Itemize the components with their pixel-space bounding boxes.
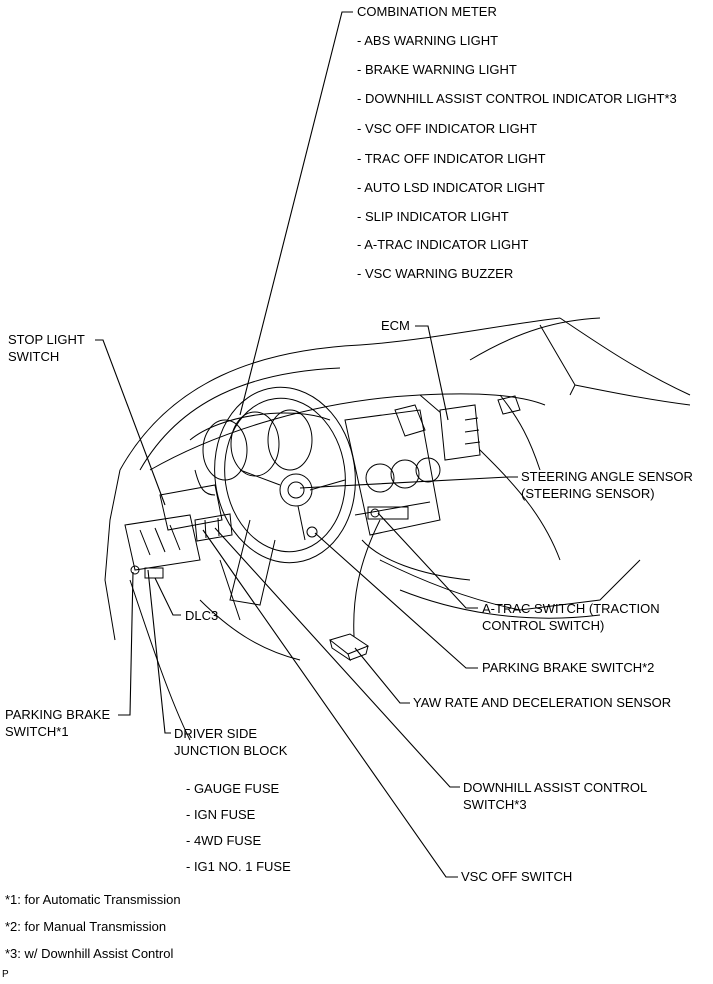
meter-item: - VSC WARNING BUZZER: [357, 266, 514, 281]
leader-combination-meter: [239, 11, 353, 416]
meter-item: - AUTO LSD INDICATOR LIGHT: [357, 180, 545, 195]
label-steering-angle-sensor-line2: (STEERING SENSOR): [521, 486, 655, 501]
label-stop-light-switch-line2: SWITCH: [8, 349, 60, 364]
leader-ecm: [415, 325, 449, 421]
leader-downhill-assist-control-switch: [214, 527, 460, 788]
footnote: *1: for Automatic Transmission: [5, 892, 181, 907]
meter-item: - DOWNHILL ASSIST CONTROL INDICATOR LIGH…: [357, 91, 677, 106]
label-parking-brake-switch-1-line2: SWITCH*1: [5, 724, 69, 739]
label-stop-light-switch: STOP LIGHT: [8, 332, 85, 347]
fuse-item: - IG1 NO. 1 FUSE: [186, 859, 291, 874]
footnote: *2: for Manual Transmission: [5, 919, 167, 934]
label-dlc3: DLC3: [185, 608, 219, 623]
leader-parking-brake-switch-2: [314, 532, 478, 669]
fuse-item: - IGN FUSE: [186, 807, 256, 822]
footnote: *3: w/ Downhill Assist Control: [5, 946, 174, 961]
label-ecm: ECM: [381, 318, 410, 333]
label-vsc-off-switch: VSC OFF SWITCH: [461, 869, 573, 884]
label-downhill-assist-control-switch: DOWNHILL ASSIST CONTROL: [463, 780, 648, 795]
meter-item: - VSC OFF INDICATOR LIGHT: [357, 121, 538, 136]
leader-stop-light-switch: [95, 339, 166, 506]
label-downhill-assist-control-switch-line2: SWITCH*3: [463, 797, 527, 812]
leader-yaw-rate-sensor: [354, 647, 410, 704]
fuse-item: - 4WD FUSE: [186, 833, 262, 848]
leader-a-trac-switch: [377, 512, 478, 609]
label-parking-brake-switch-2: PARKING BRAKE SWITCH*2: [482, 660, 655, 675]
meter-item: - BRAKE WARNING LIGHT: [357, 62, 517, 77]
leader-vsc-off-switch: [202, 529, 458, 878]
leader-driver-side-junction-block: [147, 569, 171, 734]
meter-item: - A-TRAC INDICATOR LIGHT: [357, 237, 529, 252]
label-driver-side-junction-block: DRIVER SIDE: [174, 726, 258, 741]
meter-item: - ABS WARNING LIGHT: [357, 33, 499, 48]
label-combination-meter: COMBINATION METER: [357, 4, 497, 19]
fuse-item: - GAUGE FUSE: [186, 781, 280, 796]
meter-item: - TRAC OFF INDICATOR LIGHT: [357, 151, 546, 166]
corner-mark: P: [2, 969, 9, 980]
leader-steering-angle-sensor: [299, 476, 518, 489]
label-driver-side-junction-block-line2: JUNCTION BLOCK: [174, 743, 288, 758]
leader-parking-brake-switch-1: [118, 571, 134, 716]
label-parking-brake-switch-1: PARKING BRAKE: [5, 707, 111, 722]
leader-dlc3: [154, 577, 181, 616]
meter-item: - SLIP INDICATOR LIGHT: [357, 209, 509, 224]
label-a-trac-switch: A-TRAC SWITCH (TRACTION: [482, 601, 660, 616]
label-a-trac-switch-line2: CONTROL SWITCH): [482, 618, 605, 633]
label-yaw-rate-sensor: YAW RATE AND DECELERATION SENSOR: [413, 695, 672, 710]
label-steering-angle-sensor: STEERING ANGLE SENSOR: [521, 469, 693, 484]
